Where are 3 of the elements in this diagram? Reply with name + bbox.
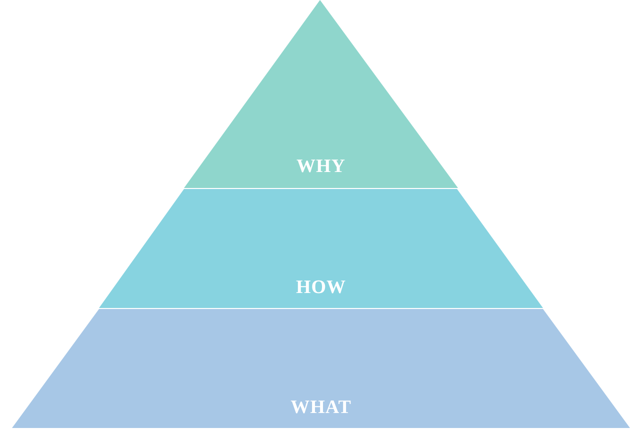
tier-label: WHAT <box>290 398 352 417</box>
tier-label: HOW <box>296 278 346 297</box>
tier-label: WHY <box>296 157 346 176</box>
